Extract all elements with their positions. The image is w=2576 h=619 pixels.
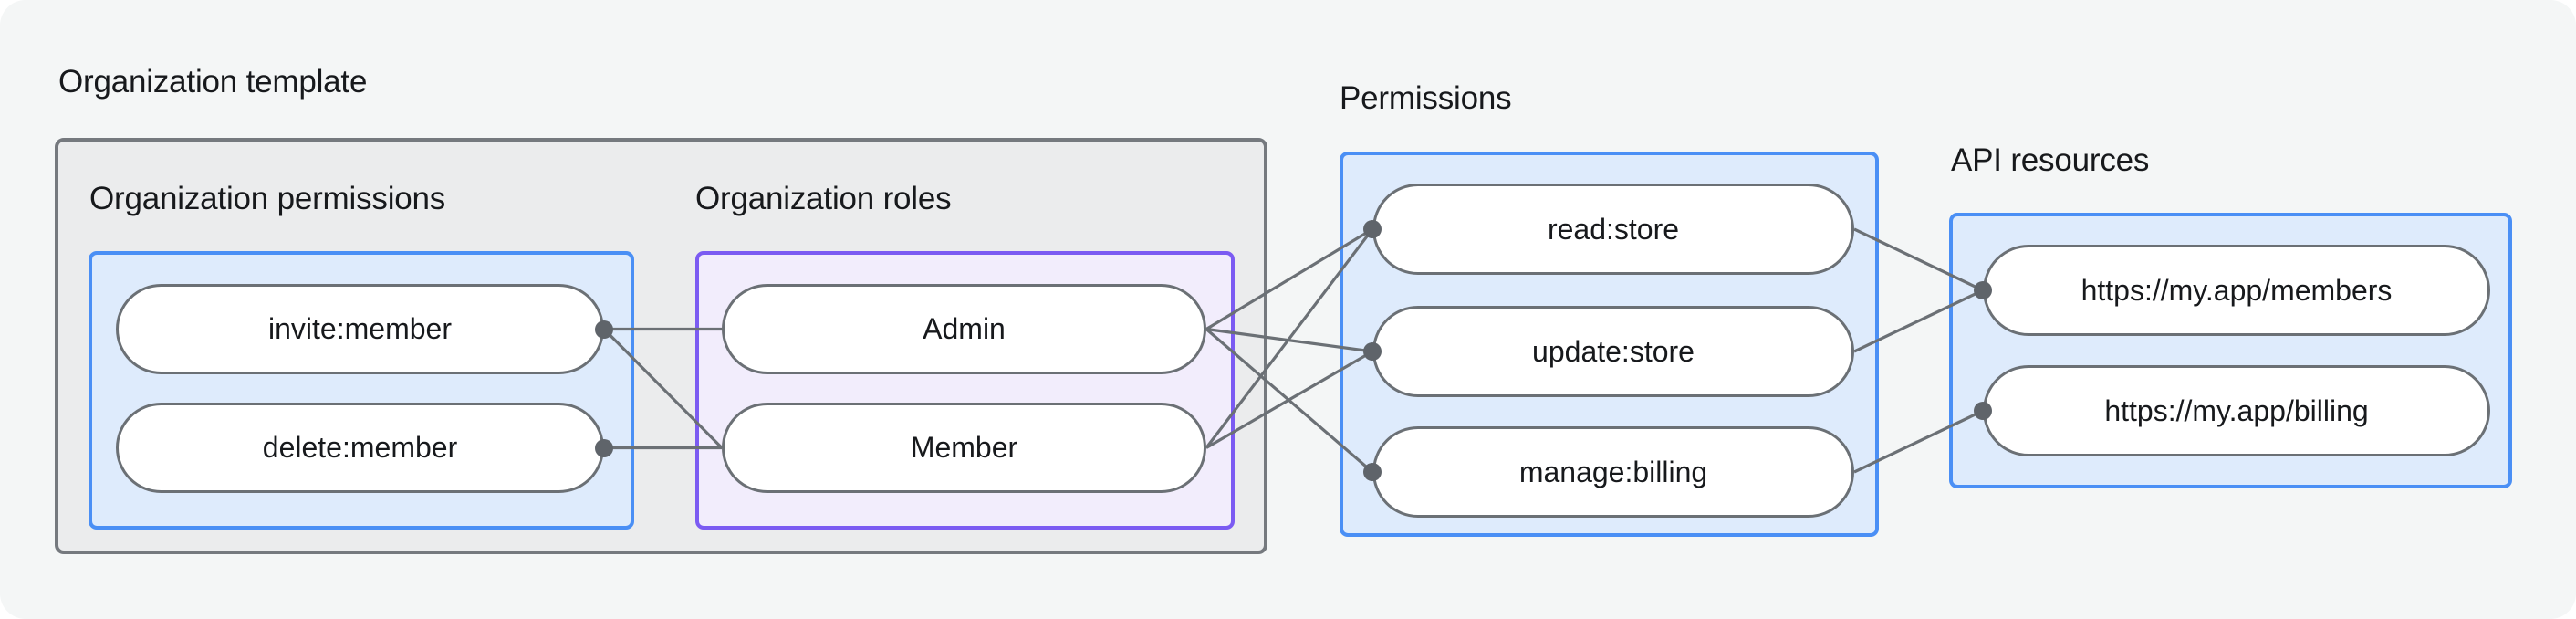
connector-dot: [1363, 342, 1382, 361]
node-label: read:store: [1547, 212, 1680, 246]
connector-dot: [595, 438, 613, 457]
node-admin: Admin: [722, 284, 1206, 374]
node-members-resource: https://my.app/members: [1974, 245, 2490, 336]
node-label: delete:member: [262, 431, 458, 464]
node-update-store: update:store: [1363, 306, 1854, 397]
connector-dot: [1974, 402, 1992, 420]
connector-dot: [1974, 281, 1992, 299]
node-delete-member: delete:member: [116, 403, 613, 493]
node-manage-billing: manage:billing: [1363, 426, 1854, 518]
org-roles-label: Organization roles: [695, 181, 952, 216]
node-label: Member: [910, 431, 1018, 464]
node-label: Admin: [923, 312, 1006, 345]
api-resources-label: API resources: [1951, 142, 2150, 178]
node-member: Member: [722, 403, 1206, 493]
node-billing-resource: https://my.app/billing: [1974, 365, 2490, 456]
permissions-label: Permissions: [1340, 80, 1512, 116]
node-label: invite:member: [268, 312, 452, 345]
connector-dot: [1363, 463, 1382, 481]
node-label: update:store: [1532, 334, 1695, 368]
node-label: manage:billing: [1518, 455, 1708, 488]
connector-dot: [1363, 220, 1382, 238]
node-label: https://my.app/billing: [2104, 393, 2369, 427]
org-permissions-label: Organization permissions: [89, 181, 446, 216]
node-label: https://my.app/members: [2081, 273, 2393, 307]
node-read-store: read:store: [1363, 184, 1854, 275]
connector-dot: [595, 320, 613, 339]
org-template-title: Organization template: [58, 64, 368, 100]
node-invite-member: invite:member: [116, 284, 613, 374]
